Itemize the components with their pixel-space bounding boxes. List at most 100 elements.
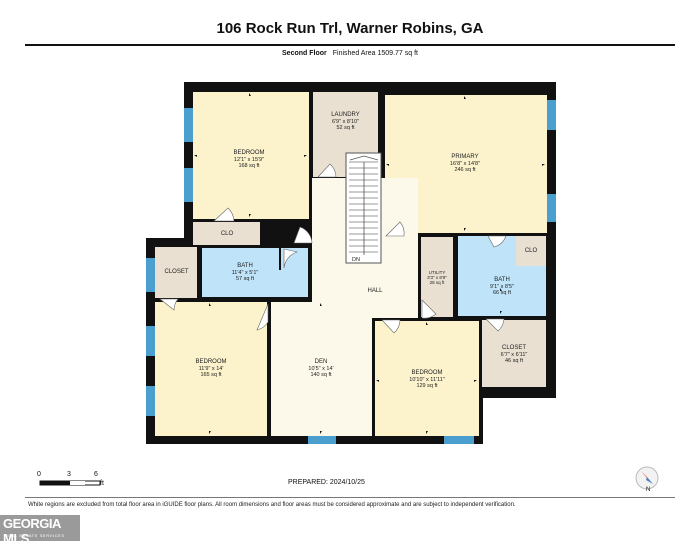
dimension-ticks: [194, 93, 545, 434]
room-dims: 10'10" x 11'11": [409, 376, 445, 383]
plan-title: 106 Rock Run Trl, Warner Robins, GA: [216, 20, 484, 37]
window: [444, 436, 474, 444]
room-area: 129 sq ft: [416, 383, 438, 389]
room-name: BEDROOM: [195, 359, 227, 365]
utility-label: UTILITY 3'3" x 8'9" 28 sq ft: [421, 270, 453, 285]
closet-left-label: CLOSET: [155, 269, 198, 276]
compass-icon: [635, 466, 659, 490]
clo-left-room: [193, 222, 260, 245]
room-name: BEDROOM: [233, 150, 265, 156]
door-clo-left: [213, 207, 235, 222]
room-name: BEDROOM: [411, 370, 443, 376]
bedroom-left-label: BEDROOM 11'9" x 14' 165 sq ft: [176, 359, 246, 379]
bedroom-left-room: [155, 302, 267, 436]
door-bedroom-top: [293, 226, 313, 244]
clo-left-label: CLO: [207, 231, 247, 238]
stairs-label: DN: [346, 257, 366, 264]
clo-right-room: [516, 236, 546, 266]
bath-left-label: BATH 11'4" x 5'1" 57 sq ft: [210, 263, 280, 283]
room-dims: 11'4" x 5'1": [231, 269, 259, 276]
disclaimer-text: White regions are excluded from total fl…: [28, 502, 516, 508]
closet-right-room: [482, 320, 546, 387]
room-area: 168 sq ft: [238, 163, 260, 169]
scale-mid: 3: [67, 471, 71, 478]
room-name: PRIMARY: [451, 154, 479, 160]
window: [547, 100, 556, 130]
compass-north-label: N: [646, 487, 651, 493]
room-dims: 12'1" x 15'9": [233, 156, 265, 163]
room-dims: 6'9" x 8'10": [331, 118, 360, 125]
georgia-mls-logo: GEORGIA MLS REAL ESTATE SERVICES: [0, 515, 80, 546]
closet-right-label: CLOSET 6'7" x 6'11" 46 sq ft: [482, 345, 546, 365]
room-name: BATH: [237, 263, 253, 269]
window: [547, 194, 556, 222]
window: [184, 168, 193, 202]
window: [146, 258, 155, 292]
room-name: CLO: [524, 248, 538, 254]
door-closet-right: [485, 318, 505, 332]
primary-label: PRIMARY 16'8" x 14'8" 246 sq ft: [430, 154, 500, 174]
plan-subtitle: Second Floor Finished Area 1509.77 sq ft: [0, 50, 700, 57]
door-bedroom-left: [256, 303, 269, 331]
room-name: LAUNDRY: [331, 112, 360, 118]
room-dims: 11'9" x 14': [198, 365, 224, 372]
finished-area: Finished Area 1509.77 sq ft: [332, 50, 418, 57]
scale-unit: ft: [100, 480, 104, 487]
room-area: 57 sq ft: [235, 276, 255, 282]
room-area: 140 sq ft: [310, 372, 332, 378]
utility-room: [421, 237, 453, 317]
door-laundry: [317, 163, 337, 178]
rooms: [155, 92, 547, 436]
window: [184, 108, 193, 142]
room-name: CLOSET: [501, 345, 526, 351]
room-dims: 16'8" x 14'8": [449, 160, 481, 167]
window: [146, 326, 155, 356]
interior-walls: [197, 236, 458, 318]
door-bath-right: [487, 235, 507, 248]
bedroom-right-room: [375, 321, 479, 436]
room-dims: 3'3" x 8'9": [427, 275, 447, 280]
closet-left-room: [155, 247, 198, 298]
floor-label: Second Floor: [282, 50, 327, 57]
room-area: 52 sq ft: [336, 125, 355, 131]
bath-right-label: BATH 9'1" x 8'5" 66 sq ft: [474, 277, 530, 297]
door-primary: [385, 221, 405, 237]
logo-brand: GEORGIA MLS: [3, 516, 61, 546]
room-name: CLOSET: [164, 269, 189, 275]
door-bath-left: [283, 248, 299, 269]
room-name: BATH: [494, 277, 510, 283]
bedroom-right-label: BEDROOM 10'10" x 11'11" 129 sq ft: [392, 370, 462, 390]
clo-right-label: CLO: [516, 248, 546, 255]
staircase: [345, 152, 382, 264]
door-bedroom-right: [381, 319, 401, 334]
scale-max: 6: [94, 471, 98, 478]
footer-rule: [25, 497, 675, 498]
stairs-direction: DN: [352, 257, 360, 263]
scale-bar: [39, 480, 101, 486]
scale-zero: 0: [37, 471, 41, 478]
door-closet-left: [159, 298, 179, 311]
room-area: 246 sq ft: [454, 167, 476, 173]
room-area: 46 sq ft: [504, 358, 524, 364]
room-dims: 6'7" x 6'11": [500, 351, 528, 358]
title-rule: [25, 44, 675, 46]
door-utility: [421, 299, 437, 319]
prepared-date: PREPARED: 2024/10/25: [288, 479, 365, 486]
room-name: CLO: [220, 231, 234, 237]
room-area: 66 sq ft: [492, 290, 512, 296]
den-label: DEN 10'5" x 14' 140 sq ft: [286, 359, 356, 379]
room-dims: 10'5" x 14': [308, 365, 334, 372]
room-name: DEN: [314, 359, 328, 365]
bedroom-top-label: BEDROOM 12'1" x 15'9" 168 sq ft: [214, 150, 284, 170]
room-area: 28 sq ft: [429, 280, 445, 285]
window: [308, 436, 336, 444]
doors: [159, 163, 507, 334]
windows: [146, 100, 556, 444]
room-dims: 9'1" x 8'5": [489, 283, 515, 290]
laundry-label: LAUNDRY 6'9" x 8'10" 52 sq ft: [313, 112, 378, 132]
hall-label: HALL: [355, 288, 395, 295]
bedroom-top-room: [193, 92, 309, 219]
den-room: [271, 302, 372, 436]
room-name: UTILITY: [428, 270, 446, 275]
